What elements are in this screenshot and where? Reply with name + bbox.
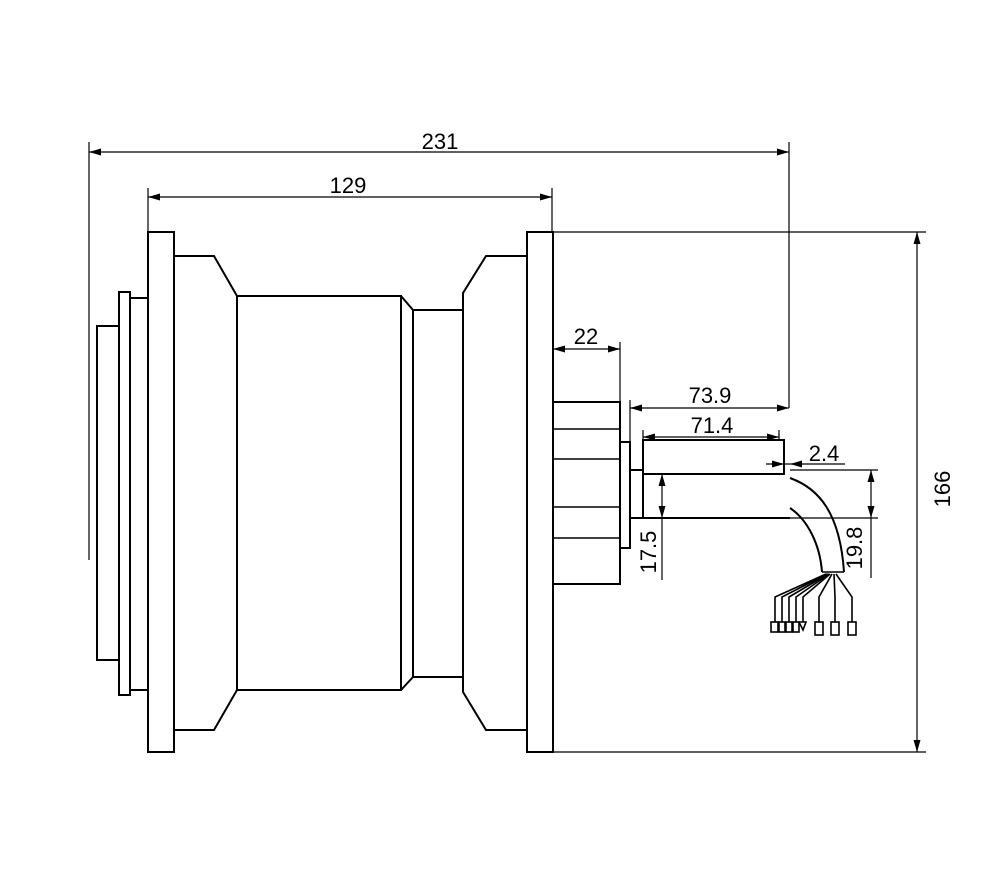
dimension-label: 73.9 (689, 383, 732, 408)
dimension-body-length: 129 (147, 173, 553, 232)
dimension-label: 166 (930, 471, 955, 508)
dimension-label: 129 (330, 173, 367, 198)
right-flange (526, 231, 554, 753)
encoder-stack (553, 401, 790, 585)
right-chamfer-section (462, 255, 528, 731)
arrowhead (913, 232, 921, 244)
dimension-housing-length: 73.9 (629, 383, 789, 442)
inner-shaft-plate (118, 291, 131, 696)
wire-lead (774, 573, 827, 622)
left-flange (147, 231, 175, 753)
wire-lead (788, 573, 829, 622)
wire-terminal (770, 621, 779, 633)
wire-lead (795, 573, 830, 622)
wire-lead (781, 573, 828, 622)
arrowhead (148, 193, 160, 201)
dimension-label: 19.8 (842, 527, 867, 570)
arrowhead (772, 460, 784, 468)
cable-outer-edge (789, 477, 845, 573)
arrowhead (913, 740, 921, 752)
cable-assembly (770, 477, 857, 636)
arrowhead (540, 193, 552, 201)
arrowhead (777, 148, 789, 156)
cable-inner-edge (789, 507, 823, 573)
arrowhead (767, 433, 779, 441)
arrowhead (643, 433, 655, 441)
dimension-board-height: 17.5 (636, 474, 666, 580)
arrowhead (867, 506, 875, 518)
dimension-flange-height: 166 (553, 231, 955, 753)
dimension-label: 231 (422, 129, 459, 154)
wire-lead (818, 573, 833, 622)
arrowhead (553, 345, 565, 353)
dimension-cable-offset: 2.4 (766, 441, 845, 468)
wire-terminal (778, 621, 786, 633)
wire-terminal (797, 621, 808, 632)
dimension-encoder-depth: 22 (553, 324, 621, 402)
wire-lead (835, 573, 853, 622)
outer-shaft-plate (96, 325, 120, 661)
arrowhead (89, 148, 101, 156)
arrowhead (658, 474, 666, 486)
main-body (147, 231, 554, 753)
wire-leads (770, 573, 857, 636)
wire-terminal (785, 621, 793, 633)
arrowhead (630, 404, 642, 412)
wire-terminal (792, 621, 800, 633)
center-drum (236, 295, 402, 691)
driver-board (642, 439, 785, 475)
wire-terminal (814, 621, 824, 636)
encoder-collar (619, 441, 631, 549)
dimension-label: 71.4 (691, 413, 734, 438)
dimension-board-length: 71.4 (642, 413, 780, 441)
dimension-label: 17.5 (636, 531, 661, 574)
dimension-overall-length: 231 (88, 129, 790, 560)
wire-terminal (830, 621, 840, 636)
board-mount (629, 469, 644, 519)
wire-lead (802, 573, 831, 622)
wire-terminal (847, 621, 857, 636)
arrowhead (608, 345, 620, 353)
wire-lead (833, 573, 836, 622)
dimension-cable-height: 19.8 (790, 469, 878, 578)
left-chamfer-section (174, 255, 238, 731)
center-drum-step (400, 295, 414, 691)
output-shaft-plate (96, 291, 148, 696)
arrowhead (658, 506, 666, 518)
arrowhead (790, 460, 802, 468)
dimension-label: 22 (574, 324, 598, 349)
arrowhead (777, 404, 789, 412)
neck-section (412, 309, 464, 678)
arrowhead (867, 470, 875, 482)
dimension-label: 2.4 (809, 441, 840, 466)
